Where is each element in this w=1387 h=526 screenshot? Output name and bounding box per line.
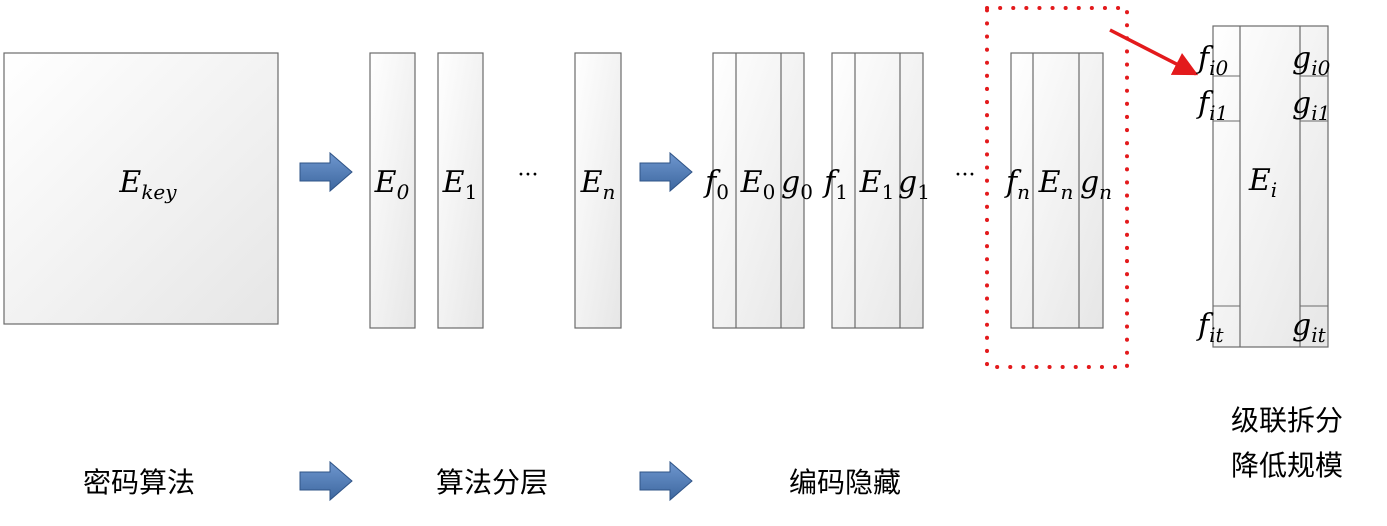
encoded-group-0: f0 E0 g0 <box>703 52 813 329</box>
layer-label-en: En <box>580 165 616 204</box>
ellipsis-1: ··· <box>518 163 539 188</box>
arrow-right-icon <box>299 460 353 502</box>
encoded-e1: E1 <box>859 165 895 204</box>
layer-block-en: En <box>574 52 622 329</box>
caption-step4-line1: 级联拆分 <box>1231 404 1343 437</box>
detail-g-i0: gi0 <box>1292 41 1331 80</box>
encoded-g1: g1 <box>898 165 930 204</box>
layer-block-e1: E1 <box>437 52 484 329</box>
caption-step4-line2: 降低规模 <box>1231 449 1343 482</box>
encoded-group-n: fn En gn <box>1004 52 1112 329</box>
detail-center-label: Ei <box>1248 163 1277 202</box>
encoded-gn: gn <box>1080 165 1112 204</box>
layer-block-e0: E0 <box>369 52 416 329</box>
caption-step2: 算法分层 <box>436 466 548 499</box>
detail-g-it: git <box>1292 308 1327 347</box>
layer-label-e1: E1 <box>442 165 478 204</box>
detail-block: Ei fi0 fi1 fit gi0 gi1 git <box>1196 25 1331 348</box>
arrow-right-icon <box>639 151 693 193</box>
detail-g-i1: gi1 <box>1292 86 1330 125</box>
key-block-rect <box>3 52 279 325</box>
caption-step3: 编码隐藏 <box>789 466 901 499</box>
encoded-group-1: f1 E1 g1 <box>822 52 930 329</box>
encoded-g0: g0 <box>781 165 813 204</box>
arrow-right-icon <box>299 151 353 193</box>
layer-label-e0: E0 <box>374 165 410 204</box>
ellipsis-2: ··· <box>955 163 976 188</box>
caption-step1: 密码算法 <box>83 466 195 499</box>
arrow-right-icon <box>639 460 693 502</box>
encoded-en: En <box>1038 165 1074 204</box>
detail-f-i1: fi1 <box>1196 86 1228 125</box>
encoded-e0: E0 <box>740 165 776 204</box>
red-pointer-arrow-icon <box>1109 28 1199 76</box>
key-block-label: Ekey <box>118 165 177 204</box>
key-block: Ekey <box>3 52 279 325</box>
